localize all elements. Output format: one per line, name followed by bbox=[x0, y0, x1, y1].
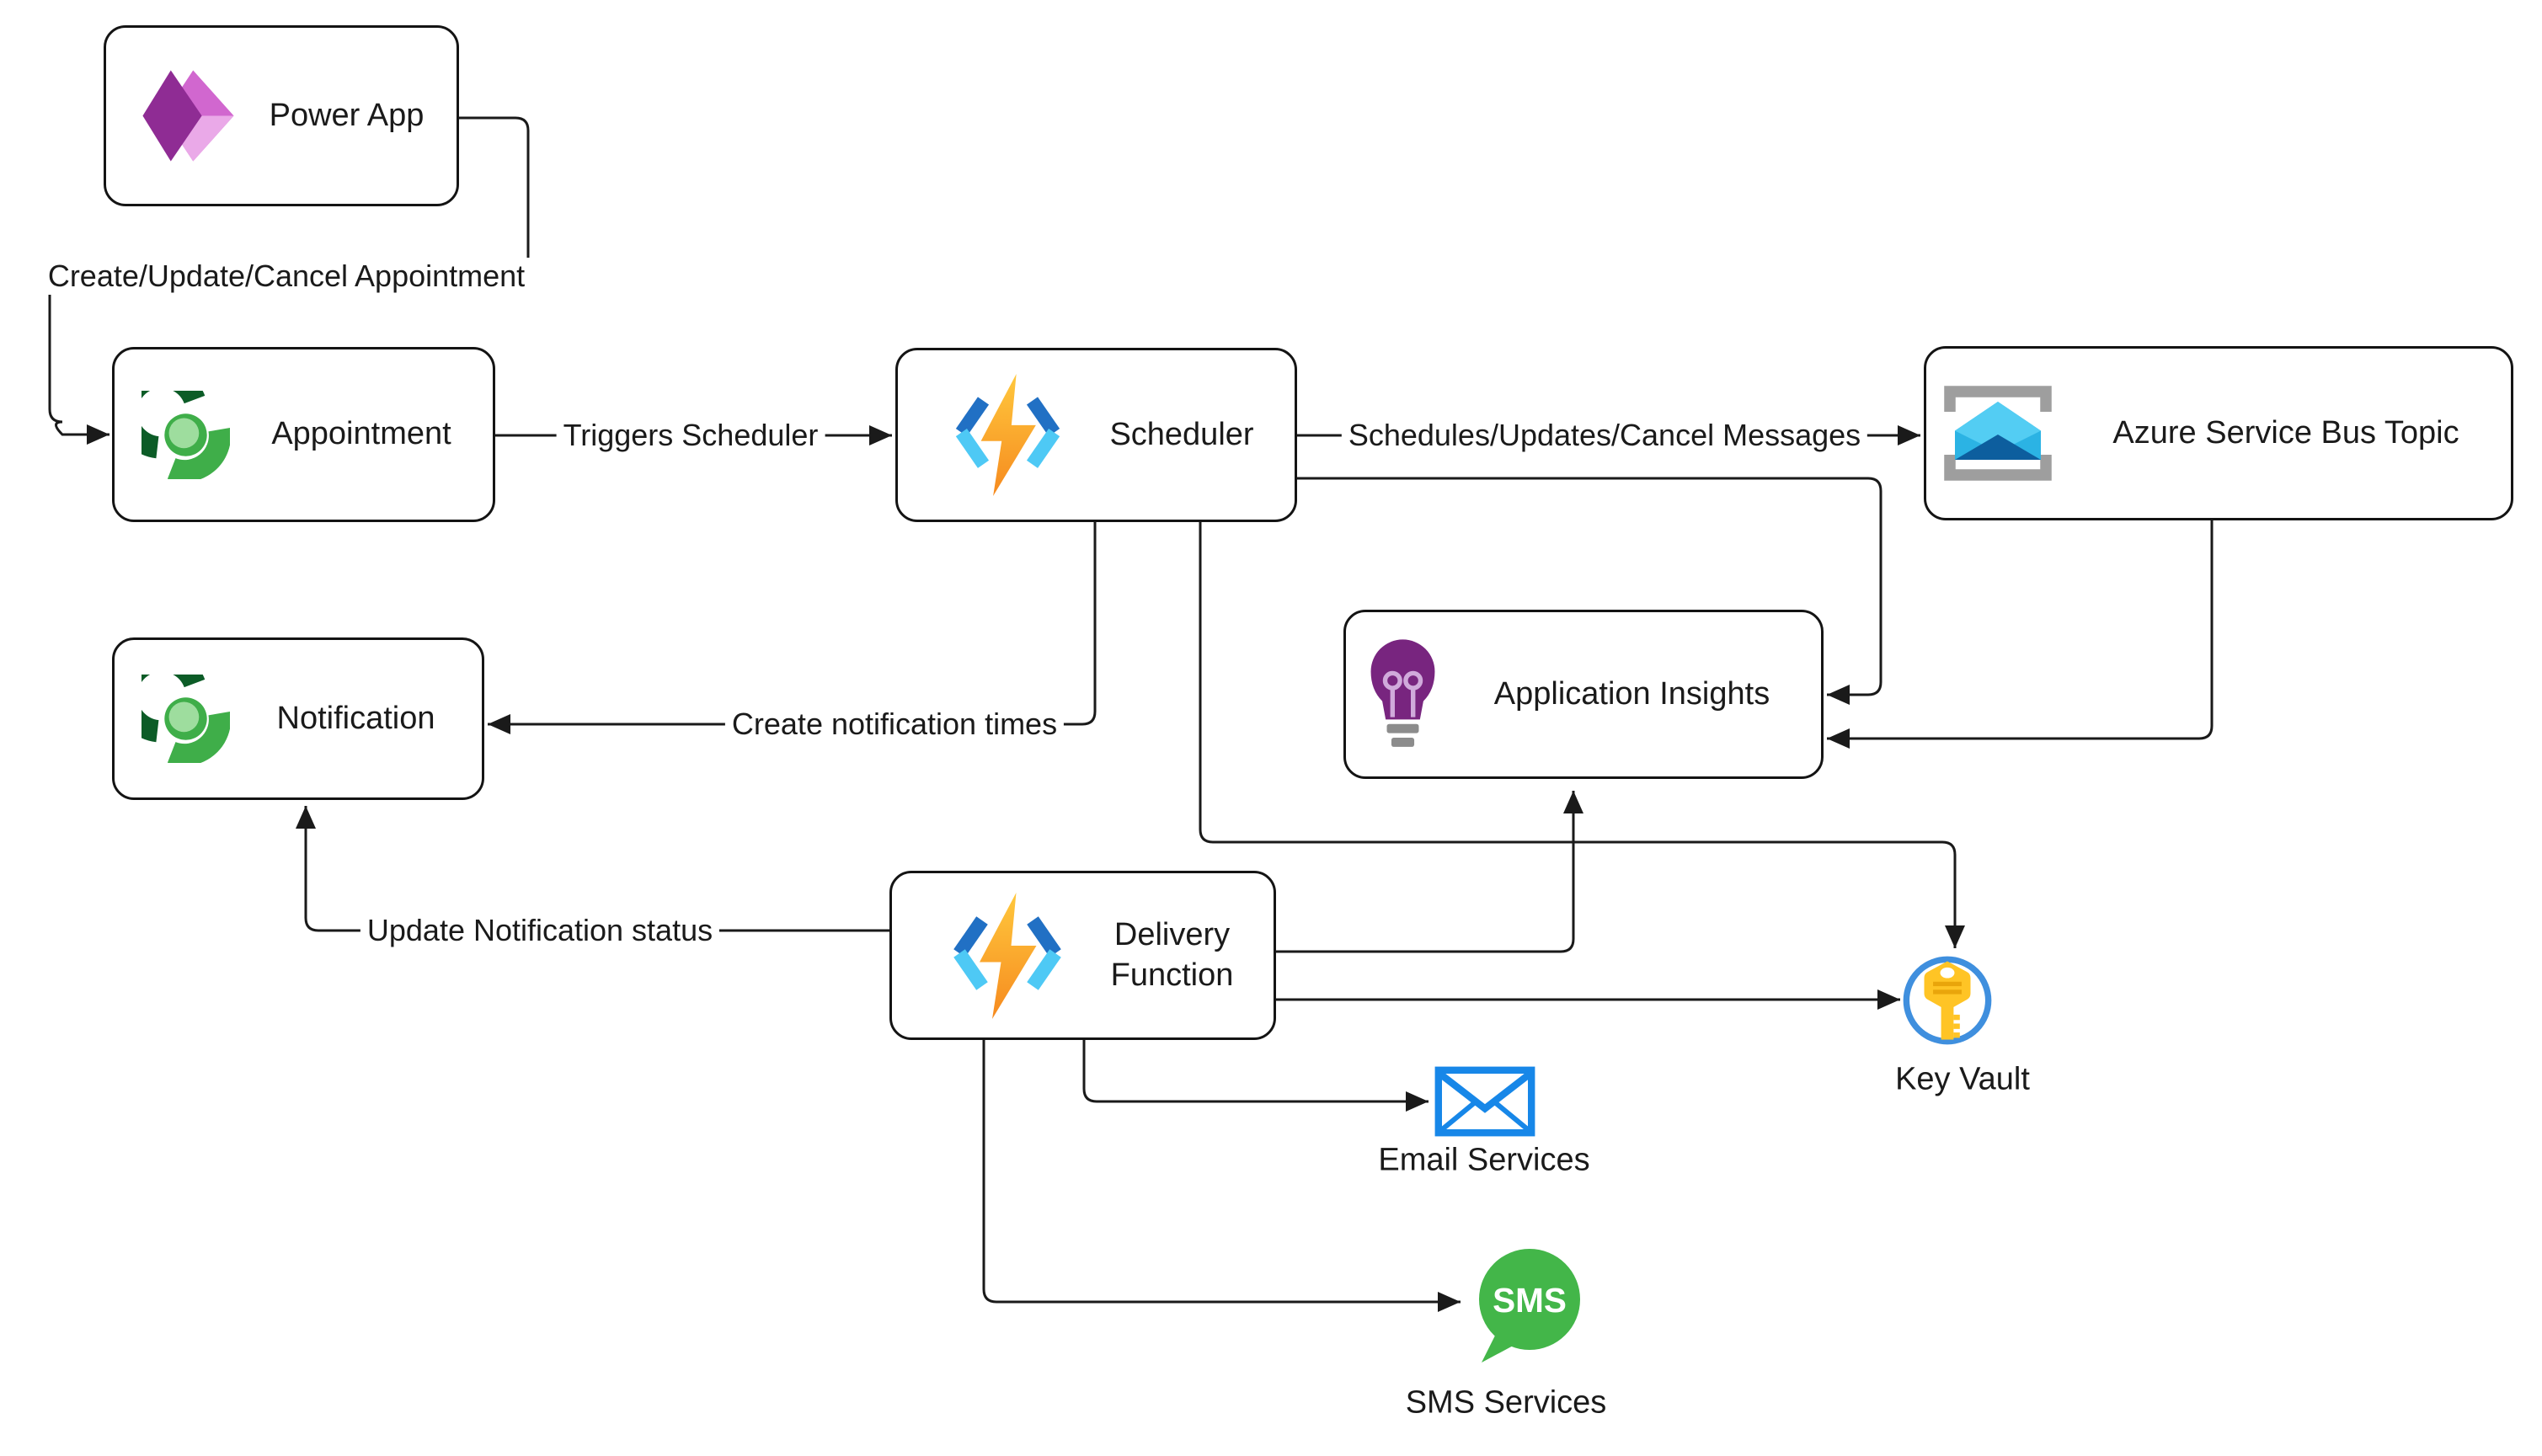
edge-deliveryfunction-to-sms bbox=[982, 1040, 1461, 1312]
node-label-key-vault: Key Vault bbox=[1895, 1061, 2030, 1097]
power-apps-diamonds-icon bbox=[142, 70, 234, 162]
azure-function-icon bbox=[953, 892, 1061, 1019]
azure-function-icon bbox=[955, 374, 1060, 496]
node-label-power-app: Power App bbox=[269, 97, 425, 133]
node-label-delivery-function: Delivery Function bbox=[1110, 917, 1234, 993]
edge-deliveryfunction-to-email bbox=[1082, 1040, 1429, 1112]
node-label-application-insights: Application Insights bbox=[1493, 675, 1770, 712]
edge-deliveryfunction-to-appinsights bbox=[1276, 791, 1583, 953]
node-appointment[interactable]: Appointment bbox=[112, 347, 495, 522]
node-application-insights[interactable]: Application Insights bbox=[1343, 610, 1824, 779]
node-label-appointment: Appointment bbox=[271, 416, 451, 452]
node-power-app[interactable]: Power App bbox=[104, 25, 459, 206]
dataverse-icon bbox=[142, 390, 230, 479]
application-insights-bulb-icon bbox=[1370, 639, 1435, 747]
key-vault-icon[interactable] bbox=[1901, 954, 1994, 1047]
edge-scheduler-to-notification bbox=[488, 522, 1097, 734]
node-label-notification: Notification bbox=[276, 700, 435, 736]
email-envelope-icon[interactable] bbox=[1434, 1066, 1535, 1137]
edge-label-create-update-cancel-appointment: Create/Update/Cancel Appointment bbox=[40, 258, 532, 295]
node-label-azure-service-bus-topic: Azure Service Bus Topic bbox=[2112, 414, 2459, 451]
node-label-email-services: Email Services bbox=[1378, 1142, 1590, 1178]
edge-servicebus-to-appinsights bbox=[1827, 520, 2214, 749]
node-label-scheduler: Scheduler bbox=[1109, 416, 1254, 452]
sms-bubble-icon[interactable]: SMS bbox=[1466, 1244, 1593, 1370]
edge-scheduler-to-keyvault bbox=[1199, 522, 1965, 948]
node-delivery-function[interactable]: Delivery Function bbox=[889, 871, 1276, 1040]
service-bus-topic-icon bbox=[1944, 386, 2052, 481]
dataverse-icon bbox=[142, 675, 230, 763]
edge-label-create-notification-times: Create notification times bbox=[724, 706, 1065, 743]
node-notification[interactable]: Notification bbox=[112, 637, 484, 800]
edge-scheduler-to-appinsights bbox=[1297, 477, 1882, 705]
edge-label-schedules-updates-cancel-messages: Schedules/Updates/Cancel Messages bbox=[1341, 417, 1868, 454]
node-scheduler[interactable]: Scheduler bbox=[895, 348, 1297, 522]
edge-label-triggers-scheduler: Triggers Scheduler bbox=[556, 417, 825, 454]
edge-deliveryfunction-to-notification bbox=[296, 806, 889, 932]
node-label-sms-services: SMS Services bbox=[1405, 1384, 1607, 1421]
sms-badge-text: SMS bbox=[1493, 1281, 1567, 1320]
node-azure-service-bus-topic[interactable]: Azure Service Bus Topic bbox=[1924, 346, 2513, 520]
edge-label-update-notification-status: Update Notification status bbox=[360, 912, 720, 949]
